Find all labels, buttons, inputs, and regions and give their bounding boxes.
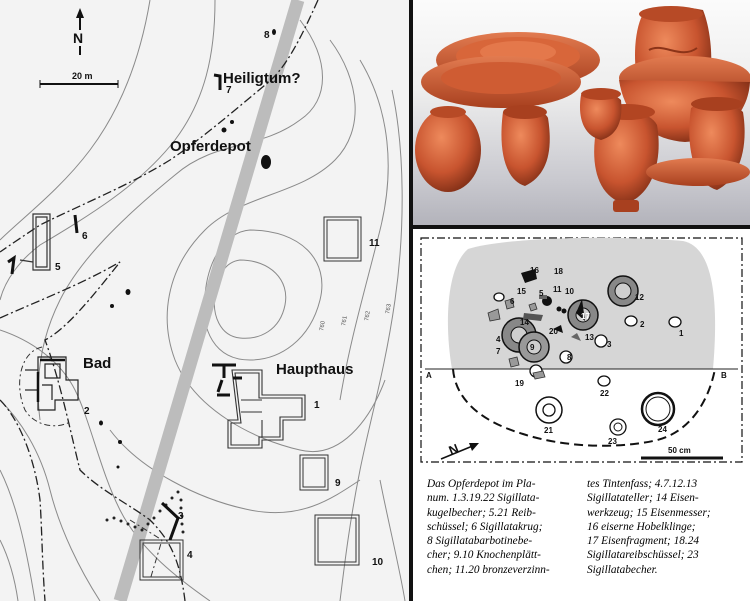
building-3-enclosure xyxy=(129,519,163,581)
plan-item-20: 20 xyxy=(549,327,558,336)
map-number-5: 5 xyxy=(55,262,61,273)
section-label-a: A xyxy=(426,371,432,380)
plan-item-2: 2 xyxy=(640,320,645,329)
label-haupthaus: Haupthaus xyxy=(276,361,354,378)
map-number-4: 4 xyxy=(187,550,193,561)
map-number-8: 8 xyxy=(264,30,270,41)
plan-item-10: 10 xyxy=(565,287,574,296)
feature-7 xyxy=(213,73,222,90)
plan-item-15: 15 xyxy=(517,287,526,296)
north-arrow-head xyxy=(76,8,84,18)
plan-item-19: 19 xyxy=(515,379,524,388)
beaker-left-rim xyxy=(430,106,466,118)
main-house-walls xyxy=(212,363,242,397)
plan-item-12: 12 xyxy=(635,293,644,302)
pits xyxy=(99,29,276,469)
fragments xyxy=(487,298,546,380)
plan-item-13: 13 xyxy=(585,333,594,342)
deposit-plan-drawing xyxy=(420,237,743,463)
map-scale-label: 20 m xyxy=(72,71,93,81)
building-4 xyxy=(139,539,184,581)
plan-scale-label: 50 cm xyxy=(668,446,691,455)
dish-right xyxy=(646,158,750,186)
building-3 xyxy=(160,501,180,541)
plan-item-23: 23 xyxy=(608,437,617,446)
vessels-photo xyxy=(413,0,750,225)
beaker-small-rim xyxy=(581,88,621,100)
map-number-9: 9 xyxy=(335,478,341,489)
plan-north-arrow-head xyxy=(469,443,479,451)
iron-objects xyxy=(521,269,585,341)
map-number-7: 7 xyxy=(226,85,232,96)
plate-mid-inner xyxy=(441,62,561,94)
label-opferdepot: Opferdepot xyxy=(170,138,251,155)
plan-item-5: 5 xyxy=(539,289,544,298)
caption-column-right: tes Tintenfass; 4.7.12.13 Sigillatatelle… xyxy=(587,478,711,576)
building-9 xyxy=(299,454,329,491)
feature-left xyxy=(7,254,16,275)
beaker-mid-rim xyxy=(503,105,547,119)
road-band xyxy=(113,0,305,601)
label-heiligtum: Heiligtum? xyxy=(223,70,301,87)
feature-6 xyxy=(73,214,79,234)
plan-item-3: 3 xyxy=(607,340,612,349)
bath-walls xyxy=(36,358,65,402)
caption-column-left: Das Opferdepot im Pla- num. 1.3.19.22 Si… xyxy=(427,478,550,576)
section-label-b: B xyxy=(721,371,727,380)
map-number-2: 2 xyxy=(84,406,90,417)
jug-right-rim xyxy=(691,97,743,111)
deposit-plan: A B N 50 cm 1 2 3 4 5 6 7 8 9 10 11 12 1… xyxy=(413,229,750,473)
map-number-10: 10 xyxy=(372,557,384,568)
panel-divider-horizontal xyxy=(413,225,750,229)
plan-item-1: 1 xyxy=(679,329,684,338)
beaker-left xyxy=(415,108,481,192)
enclosure-lines xyxy=(0,0,319,601)
beaker-front-foot xyxy=(613,200,639,212)
plan-item-14: 14 xyxy=(520,318,529,327)
plan-item-9: 9 xyxy=(530,343,535,352)
figure-caption: Das Opferdepot im Pla- num. 1.3.19.22 Si… xyxy=(413,473,750,601)
panel-divider xyxy=(409,0,413,601)
plan-item-24: 24 xyxy=(658,425,667,434)
map-north-label: N xyxy=(73,30,84,46)
plan-item-22: 22 xyxy=(600,389,609,398)
plan-item-16: 16 xyxy=(530,266,539,275)
map-number-6: 6 xyxy=(82,231,88,242)
vessels-illustration xyxy=(415,6,750,212)
building-10 xyxy=(314,514,360,566)
plan-item-21: 21 xyxy=(544,426,553,435)
site-map: N 20 m Heiligtum? Opferdepot Bad Hauptha… xyxy=(0,0,409,601)
label-bad: Bad xyxy=(83,355,112,372)
building-5 xyxy=(19,213,51,271)
bath-building xyxy=(25,356,79,411)
site-map-drawing xyxy=(0,0,406,601)
bath-enclosure xyxy=(19,346,71,427)
plan-item-4: 4 xyxy=(496,335,501,344)
vessel-bowls xyxy=(535,391,676,436)
vessel-plates xyxy=(501,275,639,363)
plan-item-18: 18 xyxy=(554,267,563,276)
scale-bar-ticks xyxy=(39,80,119,88)
building-11 xyxy=(323,216,362,262)
plan-item-17: 17 xyxy=(581,312,590,321)
map-number-11: 11 xyxy=(369,238,380,249)
plan-item-8: 8 xyxy=(567,353,572,362)
map-number-3: 3 xyxy=(178,511,184,522)
beaker-small xyxy=(579,92,622,140)
plan-north-arrow-line xyxy=(440,444,476,460)
plan-item-7: 7 xyxy=(496,347,501,356)
beaker-mid xyxy=(501,108,550,186)
plan-item-11: 11 xyxy=(553,285,562,294)
plan-item-6: 6 xyxy=(510,297,515,306)
main-house xyxy=(227,369,306,449)
decorated-bowl-rim xyxy=(639,6,703,22)
map-number-1: 1 xyxy=(314,400,320,411)
pit-outline-lower xyxy=(452,368,716,447)
